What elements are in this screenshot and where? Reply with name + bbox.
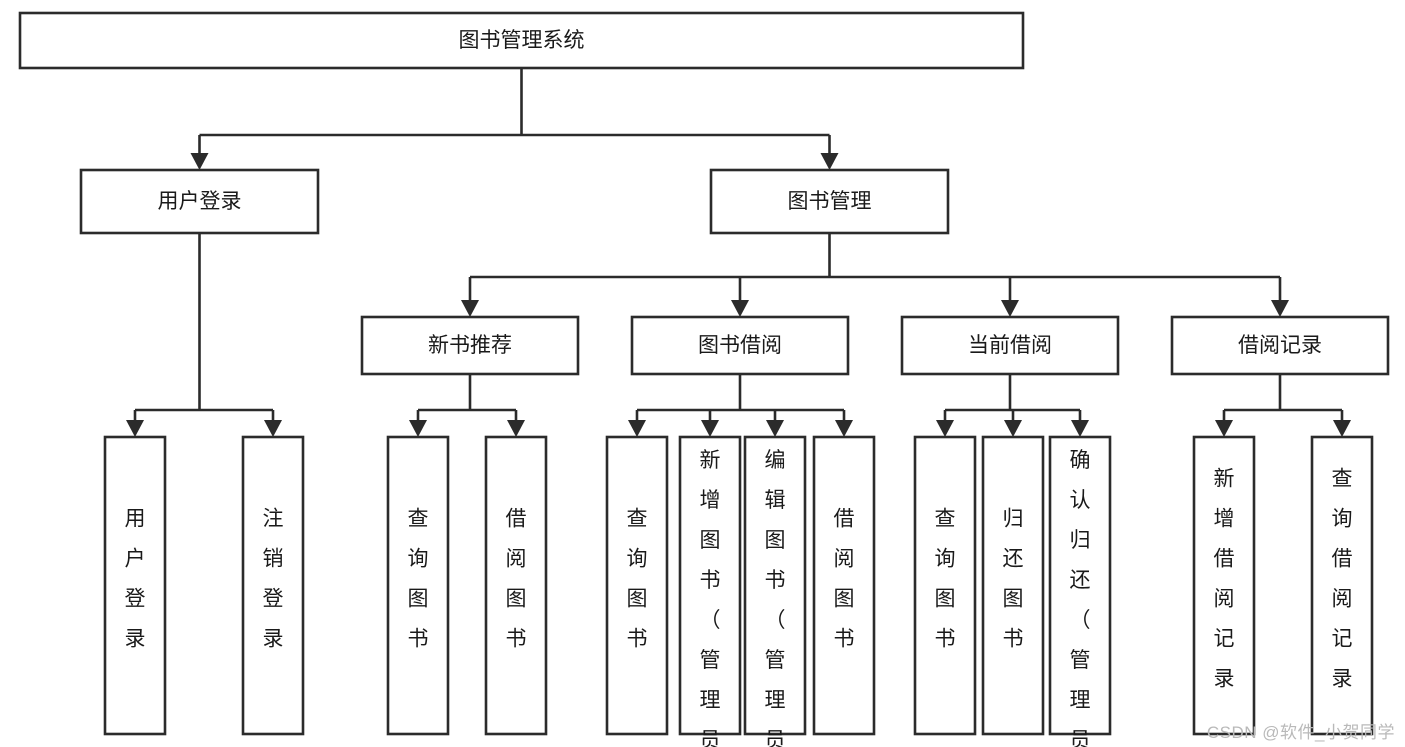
node-rect: [103, 435, 167, 736]
node-rect: [241, 435, 305, 736]
arrow-head-icon: [126, 420, 144, 437]
node-label: 查询图书: [935, 508, 956, 651]
node-rect: [981, 435, 1045, 736]
node-rect: [484, 435, 548, 736]
node-label: 查询图书: [408, 508, 429, 651]
node-rect: [605, 435, 669, 736]
node-level3-当前借阅[interactable]: 当前借阅: [900, 315, 1120, 376]
node-label: 借阅图书: [834, 508, 855, 651]
node-level2-图书管理[interactable]: 图书管理: [709, 168, 950, 235]
node-label: 查询图书: [627, 508, 648, 651]
node-label: 借阅图书: [506, 508, 527, 651]
node-level3-图书借阅[interactable]: 图书借阅: [630, 315, 850, 376]
node-rect: [1170, 315, 1390, 376]
node-rect: [1048, 435, 1112, 736]
node-root-图书管理系统[interactable]: 图书管理系统: [18, 11, 1025, 70]
node-leaf-查询借阅记录[interactable]: 查询借阅记录: [1310, 435, 1374, 736]
node-label: 借阅记录: [1238, 334, 1322, 357]
node-leaf-编辑图书管理员[interactable]: 编辑图书（管理员）: [743, 435, 807, 747]
node-label: 当前借阅: [968, 334, 1052, 357]
arrow-head-icon: [190, 153, 209, 170]
node-leaf-确认归还管理员[interactable]: 确认归还（管理员）: [1048, 435, 1112, 747]
node-rect: [79, 168, 320, 235]
node-leaf-查询图书[interactable]: 查询图书: [386, 435, 450, 736]
node-rect: [1192, 435, 1256, 736]
arrow-head-icon: [820, 153, 839, 170]
arrow-head-icon: [731, 300, 749, 317]
node-leaf-用户登录[interactable]: 用户登录: [103, 435, 167, 736]
node-leaf-查询图书[interactable]: 查询图书: [913, 435, 977, 736]
node-rect: [900, 315, 1120, 376]
arrow-head-icon: [507, 420, 525, 437]
node-rect: [743, 435, 807, 736]
node-label: 查询借阅记录: [1332, 468, 1353, 691]
node-leaf-查询图书[interactable]: 查询图书: [605, 435, 669, 736]
node-leaf-新增借阅记录[interactable]: 新增借阅记录: [1192, 435, 1256, 736]
node-rect: [386, 435, 450, 736]
arrow-head-icon: [1004, 420, 1022, 437]
node-label: 新增图书（管理员）: [700, 449, 721, 747]
node-rect: [812, 435, 876, 736]
node-label: 编辑图书（管理员）: [765, 449, 786, 747]
arrow-head-icon: [1333, 420, 1351, 437]
node-label: 确认归还（管理员）: [1070, 449, 1091, 747]
node-rect: [709, 168, 950, 235]
connector-layer: [126, 68, 1351, 437]
node-rect: [360, 315, 580, 376]
node-label: 图书管理: [788, 190, 872, 213]
node-rect: [1310, 435, 1374, 736]
node-rect: [913, 435, 977, 736]
node-rect: [630, 315, 850, 376]
arrow-head-icon: [409, 420, 427, 437]
node-label: 图书借阅: [698, 334, 782, 357]
node-leaf-借阅图书[interactable]: 借阅图书: [812, 435, 876, 736]
node-layer: 图书管理系统用户登录图书管理新书推荐图书借阅当前借阅借阅记录用户登录注销登录查询…: [18, 11, 1390, 747]
arrow-head-icon: [766, 420, 784, 437]
node-leaf-注销登录[interactable]: 注销登录: [241, 435, 305, 736]
arrow-head-icon: [1271, 300, 1289, 317]
node-label: 新增借阅记录: [1214, 468, 1235, 691]
node-leaf-借阅图书[interactable]: 借阅图书: [484, 435, 548, 736]
node-label: 注销登录: [263, 508, 284, 651]
node-label: 图书管理系统: [459, 29, 585, 52]
arrow-head-icon: [1001, 300, 1019, 317]
node-rect: [18, 11, 1025, 70]
node-label: 用户登录: [125, 508, 146, 651]
arrow-head-icon: [835, 420, 853, 437]
node-level3-新书推荐[interactable]: 新书推荐: [360, 315, 580, 376]
node-label: 新书推荐: [428, 334, 512, 357]
arrow-head-icon: [1215, 420, 1233, 437]
arrow-head-icon: [936, 420, 954, 437]
node-level3-借阅记录[interactable]: 借阅记录: [1170, 315, 1390, 376]
arrow-head-icon: [628, 420, 646, 437]
arrow-head-icon: [701, 420, 719, 437]
node-label: 归还图书: [1003, 508, 1024, 651]
arrow-head-icon: [1071, 420, 1089, 437]
node-level2-用户登录[interactable]: 用户登录: [79, 168, 320, 235]
node-label: 用户登录: [158, 190, 242, 213]
node-leaf-新增图书管理员[interactable]: 新增图书（管理员）: [678, 435, 742, 747]
arrow-head-icon: [264, 420, 282, 437]
node-leaf-归还图书[interactable]: 归还图书: [981, 435, 1045, 736]
arrow-head-icon: [461, 300, 479, 317]
node-rect: [678, 435, 742, 736]
